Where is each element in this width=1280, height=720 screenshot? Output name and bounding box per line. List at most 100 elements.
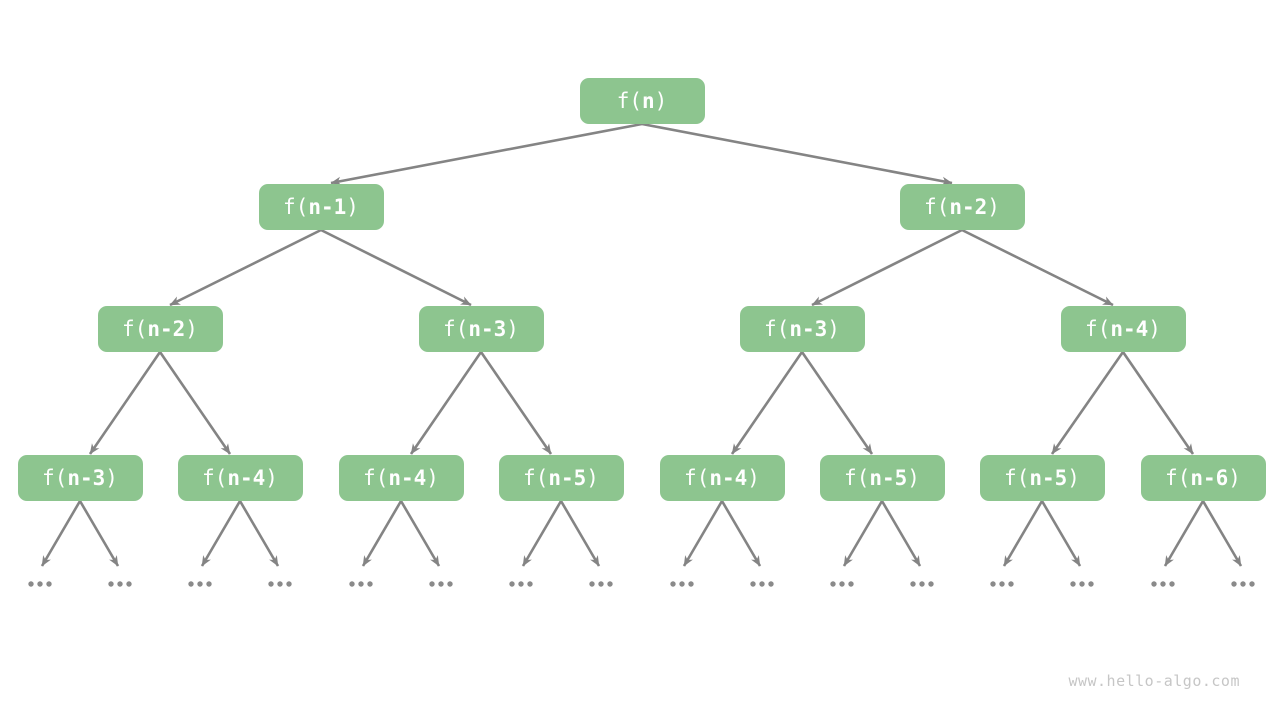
ellipsis-leaf [1151,581,1175,587]
edge-arrow [158,351,232,455]
edge-arrow [641,122,953,186]
node-label-pre: f( [42,465,68,490]
node-label-arg: n-2 [147,316,186,341]
node-label-post: ) [1067,465,1080,490]
node-label-pre: f( [283,194,309,219]
watermark: www.hello-algo.com [1068,672,1240,690]
node-label-post: ) [105,465,118,490]
node-label-post: ) [1228,465,1241,490]
tree-node-3-4: f(n-4) [659,455,785,501]
node-label-pre: f( [616,88,642,113]
ellipsis-leaf [1231,581,1255,587]
edge-arrow-to-ellipsis [238,500,280,567]
edge-arrow [169,228,322,307]
leaf-ellipses [28,581,1255,587]
node-label-post: ) [506,316,519,341]
node-label-arg: n-2 [949,194,988,219]
edge-arrow-to-ellipsis [78,500,120,567]
node-label-arg: n-4 [388,465,427,490]
ellipsis-leaf [349,581,373,587]
tree-node-3-1: f(n-4) [177,455,303,501]
edge-arrow [320,228,472,307]
tree-node-2-2: f(n-3) [739,306,865,352]
tree-node-2-3: f(n-4) [1060,306,1186,352]
node-label-pre: f( [764,316,790,341]
node-label-post: ) [586,465,599,490]
edge-arrow-to-ellipsis [720,500,762,567]
node-label-arg: n-6 [1190,465,1229,490]
node-label-post: ) [747,465,760,490]
node-label-arg: n-5 [548,465,587,490]
node-label-pre: f( [122,316,148,341]
ellipsis-leaf [268,581,292,587]
tree-node-2-0: f(n-2) [97,306,223,352]
ellipsis-leaf [429,581,453,587]
edge-arrow-to-ellipsis [399,500,441,567]
node-label-arg: n-5 [1029,465,1068,490]
node-label-arg: n-3 [67,465,106,490]
node-label-post: ) [185,316,198,341]
edge-arrow [88,351,162,455]
node-label-arg: n-3 [789,316,828,341]
node-label-arg: n-5 [869,465,908,490]
edge-arrow-to-ellipsis [1163,500,1205,567]
node-label-arg: n-4 [227,465,266,490]
tree-node-2-1: f(n-3) [418,306,544,352]
edge-arrow [961,228,1114,307]
ellipsis-leaf [108,581,132,587]
node-label-arg: n [641,88,655,113]
edge-arrow [330,122,643,186]
edge-arrow-to-ellipsis [361,500,403,567]
node-label-pre: f( [443,316,469,341]
node-label-post: ) [907,465,920,490]
node-label-arg: n-4 [709,465,748,490]
node-label-pre: f( [363,465,389,490]
node-label-post: ) [827,316,840,341]
edge-arrow [479,351,553,455]
tree-node-3-0: f(n-3) [17,455,143,501]
ellipsis-leaf [28,581,52,587]
edge-arrow-to-ellipsis [842,500,884,567]
tree-node-1-0: f(n-1) [258,184,384,230]
tree-node-3-2: f(n-4) [338,455,464,501]
edge-arrow-to-ellipsis [40,500,82,567]
node-label-pre: f( [202,465,228,490]
node-label-pre: f( [1165,465,1191,490]
edge-arrow [1050,351,1125,455]
edge-arrow-to-ellipsis [1002,500,1044,567]
node-label-pre: f( [924,194,950,219]
node-label-arg: n-1 [308,194,347,219]
ellipsis-leaf [830,581,854,587]
tree-node-0-0: f(n) [579,78,705,124]
tree-node-3-7: f(n-6) [1140,455,1266,501]
ellipsis-leaf [910,581,934,587]
edge-arrow-to-ellipsis [1040,500,1082,567]
edge-arrow-to-ellipsis [200,500,242,567]
edge-arrow [800,351,874,455]
edge-arrow-to-ellipsis [1201,500,1243,567]
node-label-pre: f( [1004,465,1030,490]
node-label-pre: f( [523,465,549,490]
tree-node-3-6: f(n-5) [979,455,1105,501]
tree-node-3-5: f(n-5) [819,455,945,501]
node-label-post: ) [654,88,668,113]
node-label-arg: n-4 [1110,316,1149,341]
edge-arrow-to-ellipsis [880,500,922,567]
ellipsis-leaf [750,581,774,587]
ellipsis-leaf [509,581,533,587]
edge-arrow-to-ellipsis [521,500,563,567]
edge-arrow [730,351,804,455]
node-label-pre: f( [1085,316,1111,341]
edge-arrow [811,228,963,307]
ellipsis-leaf [990,581,1014,587]
edge-arrow-to-ellipsis [559,500,601,567]
ellipsis-leaf [670,581,694,587]
ellipsis-leaf [188,581,212,587]
node-label-arg: n-3 [468,316,507,341]
tree-node-1-1: f(n-2) [899,184,1025,230]
edge-arrow-to-ellipsis [682,500,724,567]
ellipsis-leaf [1070,581,1094,587]
node-label-post: ) [1148,316,1161,341]
edge-arrow [409,351,483,455]
